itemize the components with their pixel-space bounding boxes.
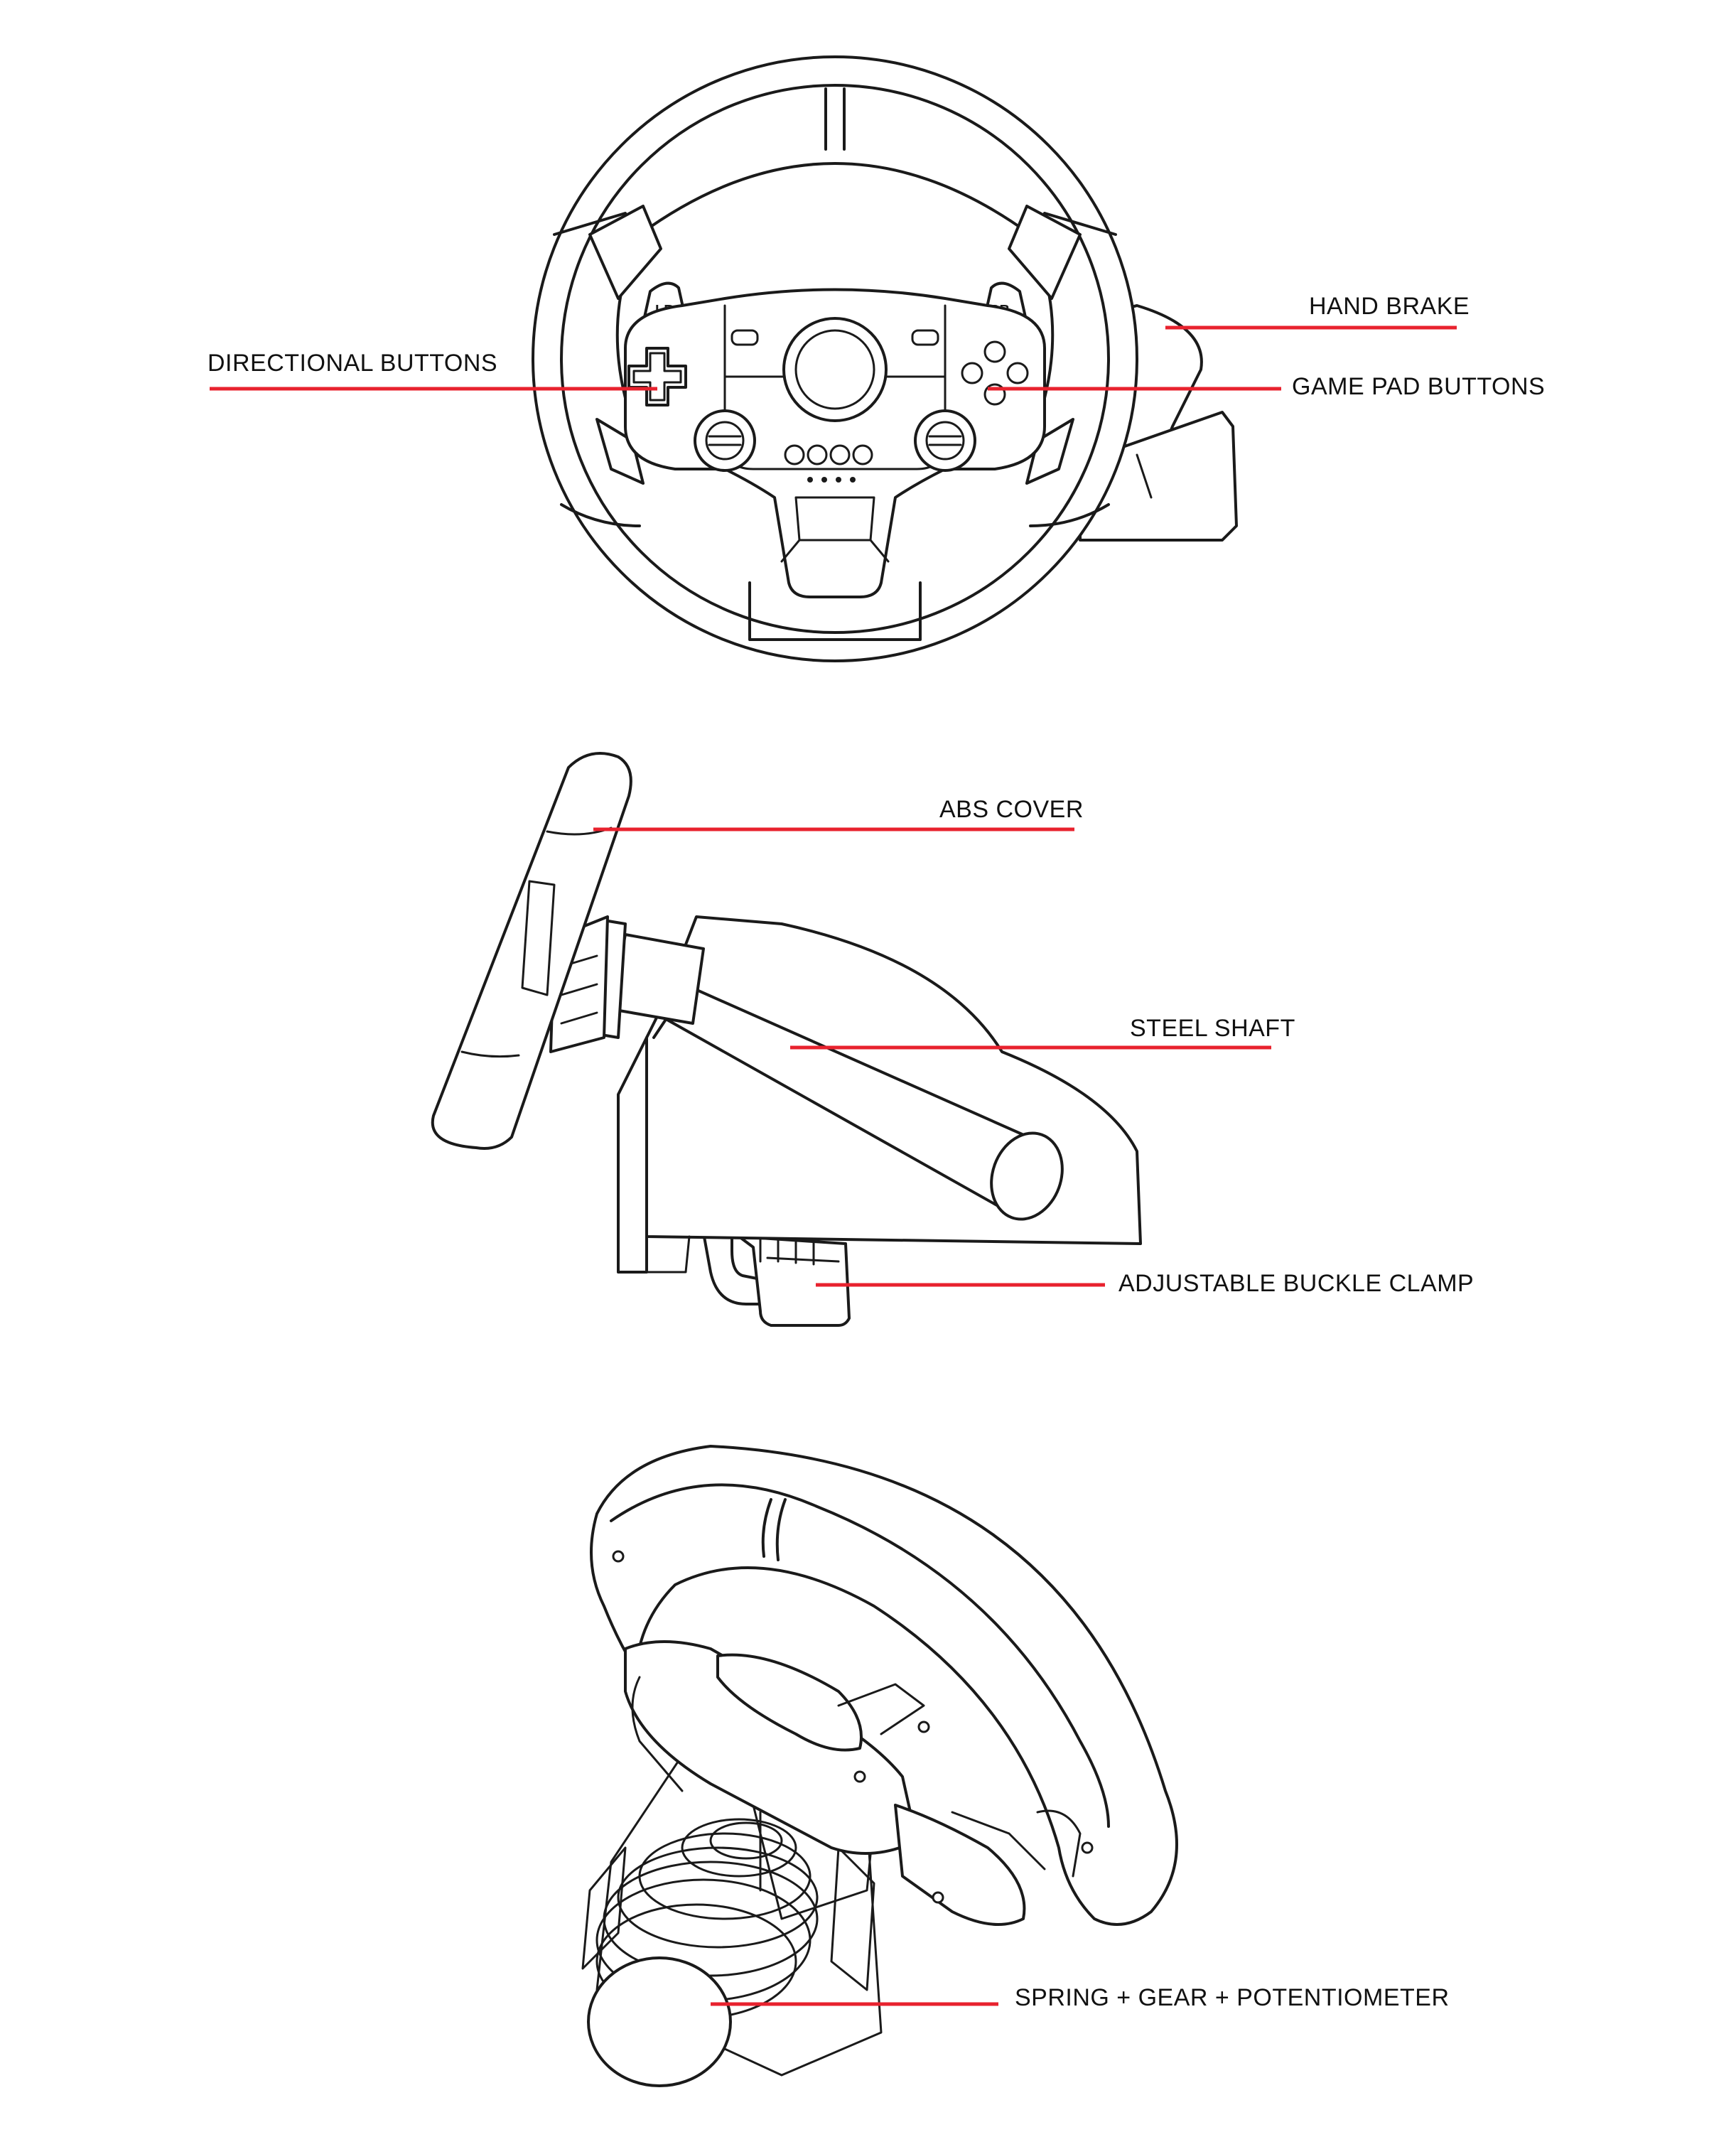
- label-game-pad-buttons: GAME PAD BUTTONS: [1292, 373, 1545, 400]
- callout-steel-shaft: STEEL SHAFT: [790, 1015, 1295, 1050]
- callout-abs-cover: ABS COVER: [593, 796, 1084, 831]
- spring-gear-assembly: [581, 1754, 883, 2087]
- callout-hand-brake: HAND BRAKE: [1165, 293, 1470, 330]
- callout-game-pad-buttons: GAME PAD BUTTONS: [988, 373, 1545, 400]
- callout-adjustable-buckle-clamp: ADJUSTABLE BUCKLE CLAMP: [816, 1270, 1474, 1297]
- label-hand-brake: HAND BRAKE: [1309, 293, 1470, 320]
- label-steel-shaft: STEEL SHAFT: [1130, 1015, 1295, 1042]
- steering-wheel-side: [431, 752, 1142, 1327]
- face-buttons-icon: [961, 340, 1029, 406]
- label-adjustable-buckle-clamp: ADJUSTABLE BUCKLE CLAMP: [1118, 1270, 1474, 1297]
- buckle-clamp: [702, 1232, 851, 1327]
- callout-directional-buttons: DIRECTIONAL BUTTONS: [207, 350, 657, 391]
- label-spring-gear-potentiometer: SPRING + GEAR + POTENTIOMETER: [1015, 1984, 1450, 2011]
- steering-wheel-front: LB RB: [532, 55, 1238, 662]
- dpad-icon: [627, 347, 687, 407]
- label-abs-cover: ABS COVER: [939, 796, 1084, 823]
- label-directional-buttons: DIRECTIONAL BUTTONS: [207, 350, 497, 377]
- steering-wheel-isometric: [581, 1445, 1178, 2087]
- callout-spring-gear-potentiometer: SPRING + GEAR + POTENTIOMETER: [711, 1984, 1450, 2011]
